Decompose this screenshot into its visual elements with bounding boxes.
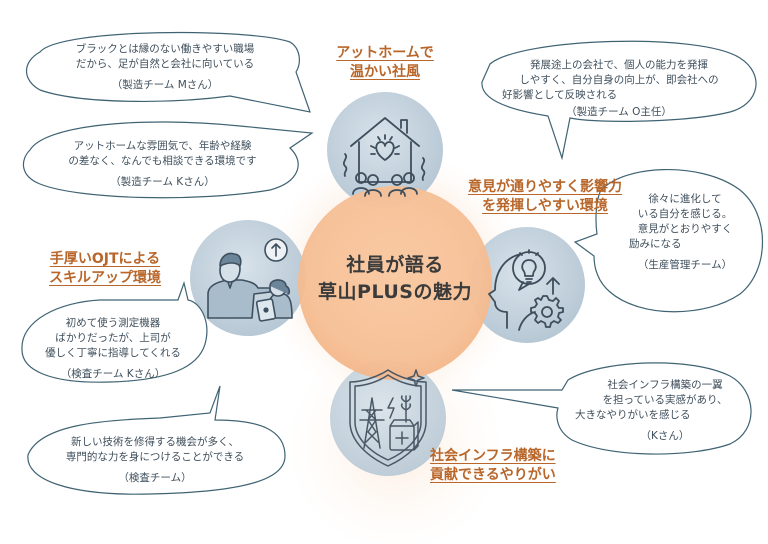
center-title-line1: 社員が語る [346, 254, 444, 276]
quote-4: 徐々に進化して いる自分を感じる。 意見がとおりやすく 励みになる （生産管理チ… [615, 192, 755, 273]
house-heart-icon [342, 117, 426, 197]
theme-heading-home: アットホームで 温かい社風 [336, 45, 434, 80]
quote-7: 社会インフラ構築の一翼 を担っている実感があり、 大きなやりがいを感じる （Kさ… [575, 378, 755, 444]
quote-2: アットホームな雰囲気で、年齢や経験 の差なく、なんでも相談できる環境です （製造… [35, 139, 290, 190]
speech-bubble-3 [481, 40, 757, 161]
theme-heading-infra: 社会インフラ構築に 貢献できるやりがい [430, 448, 556, 483]
quote-3: 発展途上の会社で、個人の能力を発揮 しやすく、自分自身の向上が、即会社への 好影… [494, 58, 744, 120]
quote-attribution: （製造チーム Mさん） [111, 79, 219, 91]
theme-heading-ojt: 手厚いOJTによる スキルアップ環境 [49, 251, 161, 286]
quote-attribution: （検査チーム） [118, 472, 192, 484]
infrastructure-shield-icon [349, 369, 427, 467]
center-title: 社員が語る 草山PLUSの魅力 [300, 252, 490, 306]
quote-5: 初めて使う測定機器 ばかりだったが、上司が 優しく丁寧に指導してくれる （検査チ… [28, 316, 198, 382]
center-circle [298, 186, 492, 380]
quote-attribution: （製造チーム O主任） [566, 106, 672, 118]
head-lightbulb-gear-icon [488, 249, 564, 331]
speech-bubble-6 [27, 385, 286, 495]
quote-attribution: （Kさん） [640, 430, 690, 442]
mentor-student-icon [207, 238, 293, 322]
quote-attribution: （製造チーム Kさん） [110, 176, 215, 188]
speech-bubble-2 [22, 121, 314, 199]
speech-bubble-4 [573, 168, 764, 313]
quote-6: 新しい技術を修得する機会が多く、 専門的な力を身につけることができる （検査チー… [30, 435, 280, 486]
speech-bubble-7 [451, 362, 752, 455]
speech-bubble-5 [21, 280, 208, 383]
speech-bubble-1 [25, 31, 311, 113]
quote-attribution: （生産管理チーム） [637, 259, 733, 271]
quote-attribution: （検査チーム Kさん） [60, 368, 166, 380]
center-title-line2: 草山PLUSの魅力 [318, 281, 472, 303]
theme-heading-influence: 意見が通りやすく影響力 を発揮しやすい環境 [468, 179, 622, 214]
quote-1: ブラックとは縁のない働きやすい職場 だから、足が自然と会社に向いている （製造チ… [40, 42, 290, 93]
